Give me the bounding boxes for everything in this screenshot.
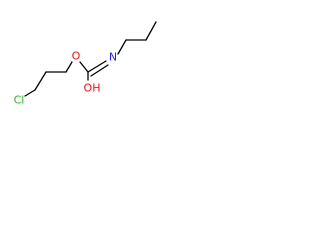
atom-label-cl: Cl [14,94,25,107]
bond-c4-n-b [90,64,109,77]
bond-c3-o [65,61,73,73]
bond-c1-c2 [34,71,47,91]
atom-label-oh: OH [84,82,101,95]
bond-o-c4 [79,61,89,73]
atom-label-n: N [109,51,117,64]
bond-c6-c7 [145,21,157,41]
bond-c4-n-a [87,60,107,73]
atom-label-o-ether: O [72,50,81,63]
bond-n-c5 [117,39,127,55]
bond-cl-c1 [24,89,36,97]
structure-canvas: Cl O OH N [0,0,183,125]
molecule-structure: Cl O OH N [14,21,157,107]
